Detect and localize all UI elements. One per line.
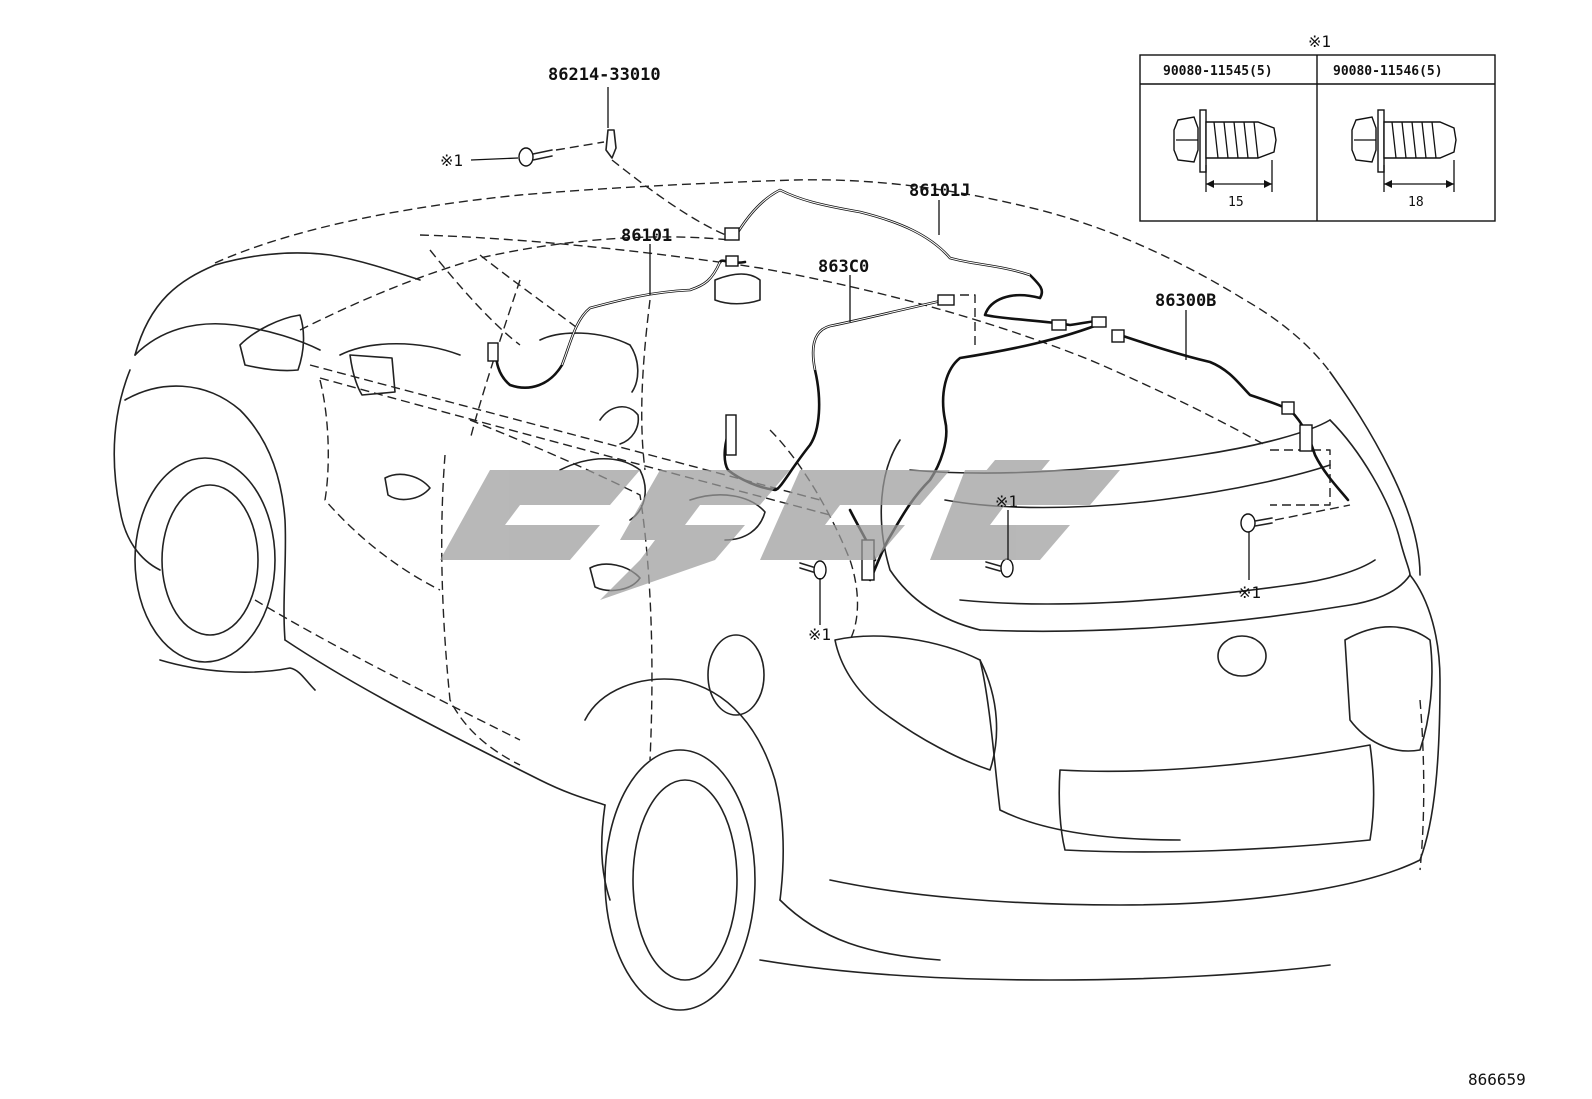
- part-label-bracket: 86214-33010: [548, 65, 661, 85]
- harness-86300B-wire: [1118, 333, 1350, 502]
- bolt-mark-lower: ※1: [808, 625, 831, 644]
- fastener-part-number: 90080-11545(5): [1163, 64, 1273, 79]
- connector: [1091, 316, 1107, 328]
- bolt-mark-rear: ※1: [1238, 583, 1261, 602]
- watermark-logo: [440, 460, 1120, 600]
- connector: [725, 414, 737, 456]
- bolt-mark-center: ※1: [995, 492, 1018, 511]
- leader-lines: [470, 87, 1250, 625]
- fastener-table: ※1 90080-11545(5) 90080-11546(5) 15: [1139, 32, 1496, 222]
- connector: [1111, 329, 1125, 343]
- connector: [1299, 424, 1313, 452]
- bolt-mark-front: ※1: [440, 151, 463, 170]
- connector: [937, 294, 955, 306]
- connector: [724, 227, 740, 241]
- connector: [1051, 319, 1067, 331]
- fastener-bolt-icon: [1351, 109, 1457, 192]
- fastener-table-mark: ※1: [1308, 32, 1331, 51]
- connector: [1281, 401, 1295, 415]
- fastener-length: 15: [1228, 195, 1244, 210]
- connector: [725, 255, 739, 267]
- part-label-harness-front: 86101: [621, 226, 672, 246]
- harness-863C0-wire: [723, 298, 947, 492]
- clamp-bracket: [555, 129, 729, 237]
- part-label-harness-mid: 863C0: [818, 257, 869, 277]
- fastener-part-number: 90080-11546(5): [1333, 64, 1443, 79]
- fastener-bolt-icon: [1173, 109, 1277, 192]
- harness-86101-wire: [495, 259, 747, 389]
- part-label-harness-roof: 86101J: [909, 181, 970, 201]
- bolt-rear: [1240, 504, 1351, 533]
- part-label-harness-rear: 86300B: [1155, 291, 1216, 311]
- bolt-lower: [799, 560, 827, 580]
- harness-wires: [487, 188, 1350, 582]
- bolt-center: [985, 558, 1014, 578]
- fastener-length: 18: [1408, 195, 1424, 210]
- connector: [487, 342, 499, 362]
- illustration-number: 866659: [1468, 1070, 1526, 1089]
- bolt-front: [518, 147, 553, 167]
